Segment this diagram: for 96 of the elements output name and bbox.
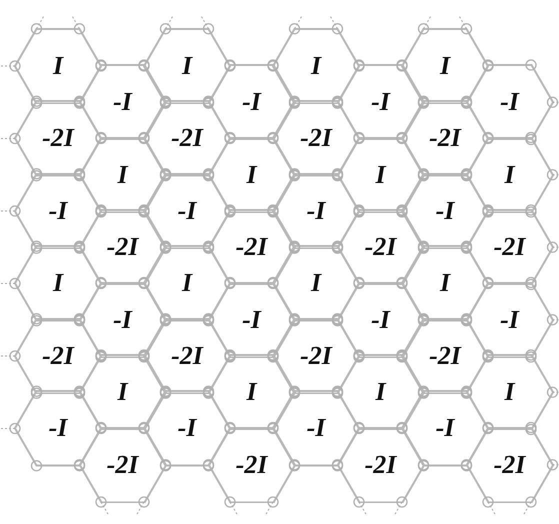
symbol-label: -2I	[42, 340, 74, 371]
symbol-label: -2I	[429, 340, 461, 371]
symbol-label: -2I	[106, 232, 138, 262]
symbol-label: -2I	[171, 340, 203, 371]
symbol-label: I	[182, 50, 192, 81]
hexagon	[401, 318, 489, 394]
hexagon	[143, 172, 231, 250]
hexagon	[466, 136, 554, 213]
hexagon	[272, 172, 360, 250]
hexagon	[143, 100, 231, 177]
symbol-label: -2I	[429, 123, 461, 154]
symbol-label: I	[375, 160, 386, 190]
symbol-label: I	[310, 50, 322, 81]
hexagon	[466, 354, 554, 430]
hexagon	[401, 390, 489, 467]
symbol-label: -2I	[236, 232, 268, 262]
symbol-label: I	[52, 268, 64, 298]
hexagon	[14, 100, 102, 177]
hexagon	[401, 245, 489, 322]
symbol-label: -I	[500, 304, 519, 335]
symbol-label: -I	[371, 87, 390, 118]
symbol-label: -2I	[236, 450, 268, 480]
hexagon	[143, 245, 231, 322]
symbol-label: I	[504, 377, 515, 408]
symbol-label: I	[310, 268, 322, 298]
hexagon	[14, 28, 102, 104]
hexagon	[401, 100, 489, 177]
symbol-label: -2I	[171, 123, 203, 154]
hexagon	[272, 318, 360, 394]
symbol-label: -I	[48, 196, 68, 226]
symbol-label: I	[440, 268, 450, 298]
hexagon	[466, 426, 554, 503]
hexagon	[14, 318, 102, 394]
symbol-label: -I	[306, 413, 326, 444]
symbol-label: -I	[113, 87, 132, 118]
hexagon	[208, 136, 296, 213]
hexagon	[208, 282, 296, 358]
symbol-label: -I	[242, 304, 261, 335]
symbol-label: -2I	[106, 450, 138, 480]
symbol-label: -I	[306, 196, 326, 226]
symbol-label: -I	[48, 413, 68, 444]
symbol-label: I	[246, 377, 257, 408]
symbol-label: -I	[500, 87, 519, 118]
hexagon	[401, 28, 489, 104]
symbol-label: -I	[436, 413, 454, 444]
hexagon	[272, 28, 360, 104]
symbol-label: -2I	[364, 232, 396, 262]
symbol-label: -2I	[364, 450, 396, 480]
hexagon	[272, 100, 360, 177]
symbol-label: I	[182, 268, 192, 298]
hexagon	[14, 172, 102, 250]
hexagon	[78, 426, 166, 503]
hexagon	[143, 28, 231, 104]
hexagon	[78, 282, 166, 358]
hexagon	[143, 390, 231, 467]
symbol-label: -I	[178, 196, 196, 226]
symbol-label: -2I	[42, 123, 74, 154]
symbol-label: I	[52, 50, 64, 81]
hexagon	[78, 64, 166, 140]
symbol-label: -2I	[494, 232, 526, 262]
hexagon	[336, 282, 424, 358]
symbol-label: -I	[436, 196, 454, 226]
hexagon	[78, 136, 166, 213]
hexagon	[78, 209, 166, 286]
hexagon	[143, 318, 231, 394]
symbol-label: -2I	[494, 450, 526, 480]
symbol-label: -2I	[300, 123, 332, 154]
hexagon	[208, 354, 296, 430]
hexagon	[466, 282, 554, 358]
hexagon	[336, 354, 424, 430]
symbol-label: I	[246, 160, 257, 190]
symbol-label: -I	[178, 413, 196, 444]
symbol-label: I	[504, 160, 515, 190]
hexagon	[78, 354, 166, 430]
symbol-label: I	[117, 160, 128, 190]
hexagon	[336, 64, 424, 140]
symbol-label: I	[375, 377, 386, 408]
hexagon	[14, 245, 102, 322]
hexagon	[272, 390, 360, 467]
hexagon	[466, 64, 554, 140]
symbol-label: I	[117, 377, 128, 408]
symbol-label: -2I	[300, 340, 332, 371]
hexagon	[336, 426, 424, 503]
hexagon	[336, 136, 424, 213]
hexagon	[466, 209, 554, 286]
symbol-label: -I	[113, 304, 132, 335]
hexagon	[401, 172, 489, 250]
symbol-label: I	[440, 50, 450, 81]
hexagon	[272, 245, 360, 322]
hexagon	[14, 390, 102, 467]
hexagon	[208, 64, 296, 140]
symbol-label: -I	[371, 304, 390, 335]
hexagon	[208, 209, 296, 286]
hexagon	[336, 209, 424, 286]
hexagon	[208, 426, 296, 503]
symbol-label: -I	[242, 87, 261, 118]
